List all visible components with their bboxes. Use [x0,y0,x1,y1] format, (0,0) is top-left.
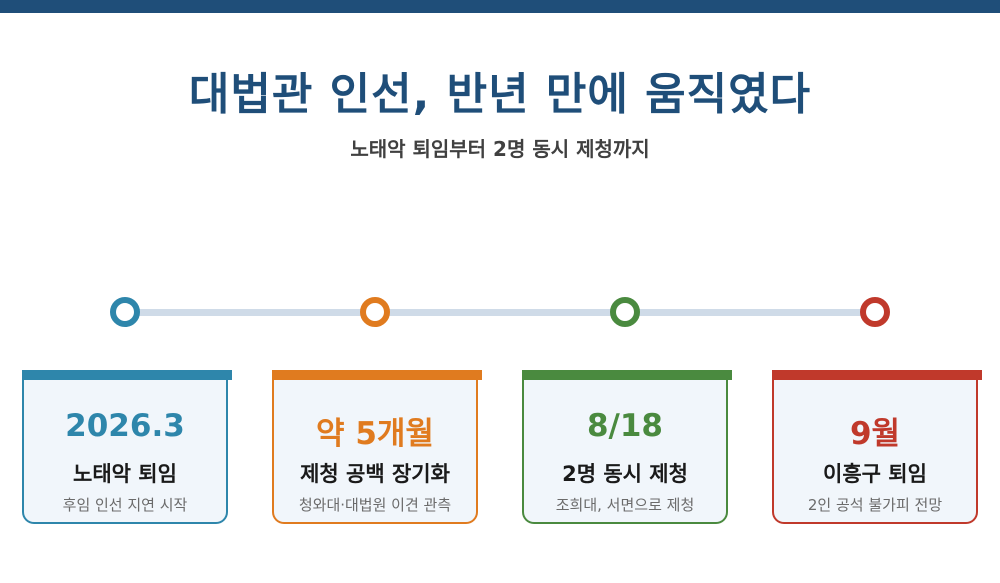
top-banner-bar [0,0,1000,13]
event-card-accent-bar [22,370,232,380]
event-heading: 제청 공백 장기화 [300,462,450,486]
event-date: 약 5개월 [316,416,434,452]
timeline-node-2 [360,297,390,327]
timeline-line [125,309,875,316]
event-description: 청와대·대법원 이견 관측 [298,496,452,514]
event-date: 2026.3 [65,408,185,444]
event-description: 2인 공석 불가피 전망 [807,496,943,514]
event-heading: 이흥구 퇴임 [823,462,927,486]
event-card-4: 9월 이흥구 퇴임 2인 공석 불가피 전망 [772,370,982,524]
event-card-3: 8/18 2명 동시 제청 조희대, 서면으로 제청 [522,370,732,524]
event-description: 후임 인선 지연 시작 [62,496,188,514]
event-description: 조희대, 서면으로 제청 [555,496,695,514]
event-date: 9월 [849,416,901,452]
event-card-accent-bar [272,370,482,380]
event-heading: 노태악 퇴임 [73,462,177,486]
event-card-1: 2026.3 노태악 퇴임 후임 인선 지연 시작 [22,370,232,524]
event-card-accent-bar [522,370,732,380]
event-date: 8/18 [586,408,664,444]
page-title: 대법관 인선, 반년 만에 움직였다 [188,69,812,120]
event-card-accent-bar [772,370,982,380]
timeline-node-4 [860,297,890,327]
timeline-node-3 [610,297,640,327]
event-card-2: 약 5개월 제청 공백 장기화 청와대·대법원 이견 관측 [272,370,482,524]
timeline-node-1 [110,297,140,327]
page-subtitle: 노태악 퇴임부터 2명 동시 제청까지 [350,137,650,161]
event-heading: 2명 동시 제청 [562,462,688,486]
